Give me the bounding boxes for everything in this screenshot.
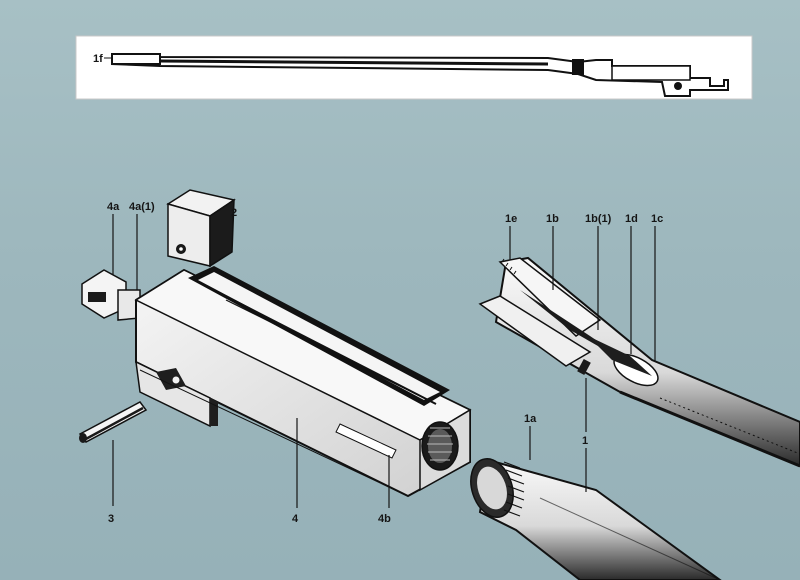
label-1b: 1b — [546, 213, 559, 225]
label-4b: 4b — [378, 513, 391, 525]
label-1: 1 — [582, 435, 588, 447]
label-3: 3 — [108, 513, 114, 525]
part-3-pin — [78, 401, 148, 443]
inset-barrel-assembly — [111, 53, 729, 97]
label-1f: 1f — [93, 53, 103, 65]
label-4a-1: 4a(1) — [129, 201, 155, 213]
label-1c: 1c — [651, 213, 663, 225]
label-4: 4 — [292, 513, 299, 525]
label-1a: 1a — [524, 413, 537, 425]
part-2-block — [166, 189, 236, 268]
label-2: 2 — [231, 207, 237, 219]
label-4a: 4a — [107, 201, 120, 213]
part-4-receiver — [81, 266, 472, 498]
label-1e: 1e — [505, 213, 517, 225]
label-1d: 1d — [625, 213, 638, 225]
inset-panel: 1f — [75, 35, 753, 100]
label-1b-1: 1b(1) — [585, 213, 612, 225]
part-1-barrel-upper — [478, 256, 800, 468]
part-1a-barrel-threaded-end — [470, 458, 722, 580]
